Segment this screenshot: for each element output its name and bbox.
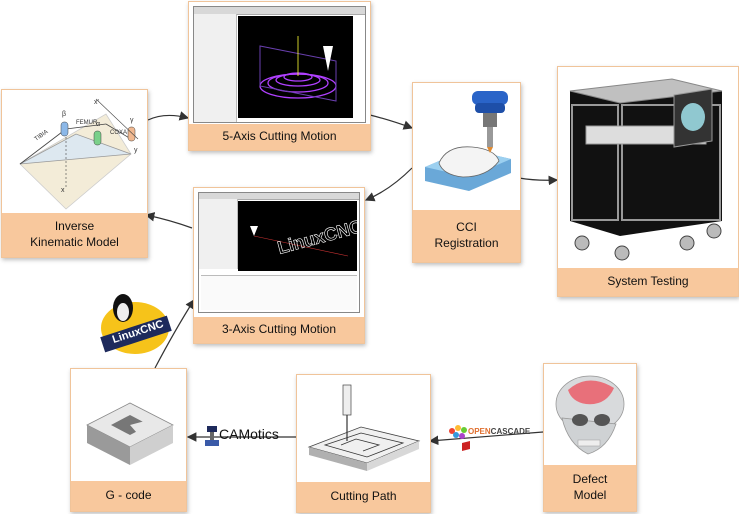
label-system-testing: System Testing <box>558 268 738 296</box>
opencascade-open: OPEN <box>468 427 491 436</box>
arrow-cci-to-system <box>518 175 559 186</box>
label-5-axis: 5-Axis Cutting Motion <box>189 124 370 150</box>
gamma-label: γ <box>130 117 134 124</box>
arrow-gcode-to-3axis <box>154 298 195 369</box>
camotics-text: CAMotics <box>219 426 279 442</box>
card-defect-model: Defect Model <box>543 363 637 512</box>
linuxcnc-logo: LinuxCNC <box>95 288 175 358</box>
camotics-logo: CAMotics <box>205 424 295 448</box>
beta-label: β <box>62 111 66 118</box>
screenshot-5-axis <box>193 6 366 123</box>
alpha-label: α <box>96 121 100 128</box>
arrow-inverse-to-5axis <box>147 111 190 121</box>
opencascade-cascade: CASCADE <box>490 427 531 436</box>
card-inverse-kinematic-model: TIBIA FEMUR COXA β α γ x' y x Inverse Ki… <box>1 89 148 258</box>
x-prime-label: x' <box>94 99 99 106</box>
system-image <box>562 71 734 266</box>
arrow-3axis-to-inverse <box>144 212 193 229</box>
opencascade-logo: OPENCASCADE <box>446 421 538 453</box>
card-cci-registration: CCI Registration <box>412 82 521 263</box>
card-3-axis-cutting-motion: LinuxCNC 3-Axis Cutting Motion <box>193 187 365 344</box>
arrow-defect-to-path <box>428 431 544 446</box>
opencascade-text: OPENCASCADE <box>468 427 530 436</box>
linuxcnc-watermark: LinuxCNC <box>275 216 357 258</box>
g-code-icon <box>75 373 182 481</box>
coxa-label: COXA <box>110 130 127 136</box>
x-label: x <box>61 187 65 194</box>
y-label: y <box>134 147 138 154</box>
label-g-code: G - code <box>71 481 186 511</box>
card-system-testing: System Testing <box>557 66 739 297</box>
cutting-path-image <box>301 379 426 481</box>
card-g-code: G - code <box>70 368 187 512</box>
screenshot-3-axis: LinuxCNC <box>198 192 360 313</box>
label-cutting-path: Cutting Path <box>297 482 430 512</box>
label-defect-model: Defect Model <box>544 465 636 511</box>
femur-label: FEMUR <box>76 120 98 126</box>
card-5-axis-cutting-motion: 5-Axis Cutting Motion <box>188 1 371 151</box>
arrow-5axis-to-cci <box>369 114 414 130</box>
kinematic-diagram: TIBIA FEMUR COXA β α γ x' y x <box>6 94 143 212</box>
tibia-label: TIBIA <box>34 129 50 143</box>
label-3-axis: 3-Axis Cutting Motion <box>194 317 364 343</box>
arrow-cci-to-3axis <box>364 167 413 202</box>
label-inverse: Inverse Kinematic Model <box>2 213 147 257</box>
card-cutting-path: Cutting Path <box>296 374 431 513</box>
label-cci: CCI Registration <box>413 210 520 262</box>
cci-image <box>417 87 516 205</box>
skull-image <box>548 368 632 464</box>
